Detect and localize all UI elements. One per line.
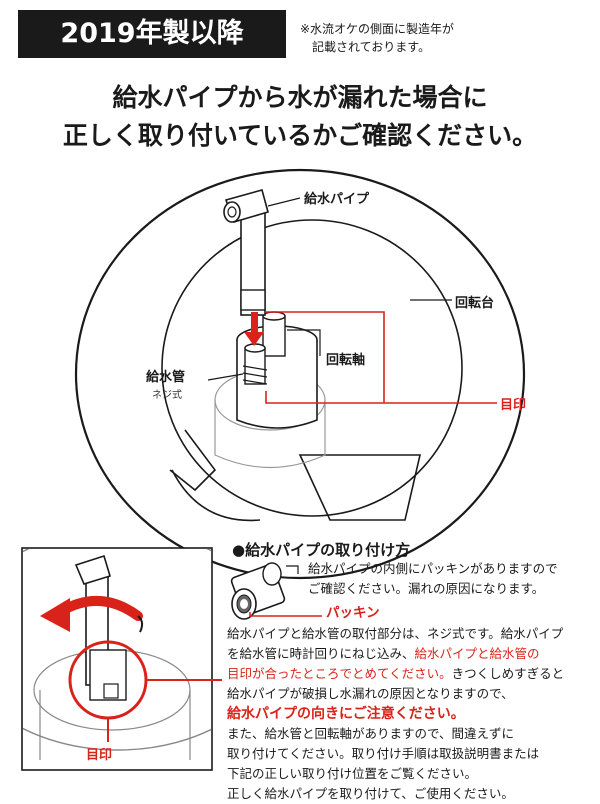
label-packing: パッキン bbox=[326, 605, 380, 621]
section-title: ●給水パイプの取り付け方 bbox=[232, 541, 411, 559]
para-line-9: 正しく給水パイプを取り付けて、ご使用ください。 bbox=[227, 786, 514, 801]
water-pipe-illustration bbox=[223, 189, 269, 316]
para-line-6: また、給水管と回転軸がありますので、間違えずに bbox=[227, 726, 515, 741]
para-line-2-red: 給水パイプと給水管の bbox=[414, 646, 540, 661]
insert-arrow bbox=[244, 312, 264, 346]
para-line-7: 取り付けてください。取り付け手順は取扱説明書または bbox=[227, 746, 540, 761]
packing-note: 給水パイプの内側にパッキンがありますので ご確認ください。漏れの原因になります。 bbox=[308, 559, 558, 599]
instructions-paragraph: 給水パイプと給水管の取付部分は、ネジ式です。給水パイプ を給水管に時計回りにねじ… bbox=[227, 624, 597, 804]
note-line-2: 記載されております。 bbox=[312, 40, 431, 54]
year-badge: 2019年製以降 bbox=[18, 10, 286, 58]
para-line-4: 給水パイプが破損し水漏れの原因となりますので、 bbox=[227, 686, 514, 701]
para-line-3: 目印が合ったところでとめてください。きつくしめすぎると bbox=[227, 664, 597, 684]
para-line-2-text: を給水管に時計回りにねじ込み、 bbox=[227, 646, 415, 661]
packing-illustration bbox=[230, 562, 322, 620]
inset-illustration bbox=[21, 547, 222, 771]
label-shaft: 回転軸 bbox=[326, 353, 366, 368]
para-line-1: 給水パイプと給水管の取付部分は、ネジ式です。給水パイプ bbox=[227, 626, 564, 641]
manufacture-year-note: ※水流オケの側面に製造年が 記載されております。 bbox=[300, 20, 454, 56]
inset-label-mark: 目印 bbox=[86, 748, 113, 763]
label-screw-type: ネジ式 bbox=[152, 390, 182, 401]
label-supply-pipe: 給水管 bbox=[146, 370, 186, 385]
note-line-1: ※水流オケの側面に製造年が bbox=[300, 22, 455, 36]
para-line-3-red: 目印が合ったところでとめてください。 bbox=[227, 666, 452, 681]
label-mark: 目印 bbox=[500, 398, 527, 413]
headline-line-1: 給水パイプから水が漏れた場合に bbox=[112, 83, 488, 112]
packing-note-line-1: 給水パイプの内側にパッキンがありますので bbox=[308, 561, 558, 576]
para-line-8: 下記の正しい取り付け位置をご覧ください。 bbox=[227, 766, 478, 781]
para-line-2: を給水管に時計回りにねじ込み、給水パイプと給水管の bbox=[227, 644, 597, 664]
para-line-3-text: きつくしめすぎると bbox=[451, 666, 565, 681]
label-water-pipe: 給水パイプ bbox=[304, 192, 370, 207]
headline-line-2: 正しく取り付いているかご確認ください。 bbox=[62, 121, 538, 150]
packing-note-line-2: ご確認ください。漏れの原因になります。 bbox=[308, 581, 545, 596]
para-line-5-warning: 給水パイプの向きにご注意ください。 bbox=[227, 706, 465, 722]
label-turntable: 回転台 bbox=[455, 296, 495, 311]
supply-pipe-illustration bbox=[242, 343, 268, 385]
